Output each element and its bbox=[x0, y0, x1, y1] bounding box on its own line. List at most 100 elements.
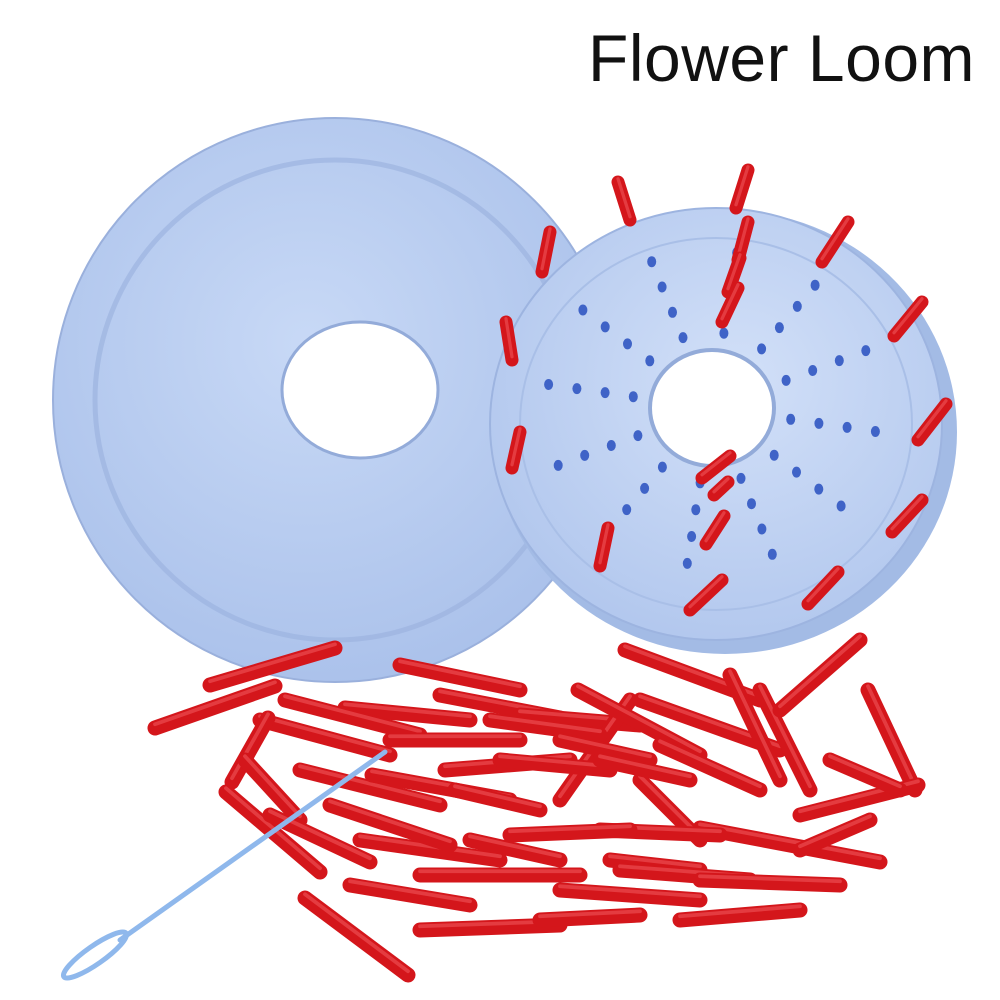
loom-hole bbox=[668, 306, 677, 318]
loom-hole bbox=[633, 430, 643, 442]
red-peg bbox=[462, 832, 568, 868]
red-peg bbox=[482, 712, 608, 743]
red-peg bbox=[147, 678, 283, 736]
red-peg bbox=[252, 712, 398, 763]
red-peg bbox=[505, 425, 527, 475]
red-peg bbox=[412, 867, 588, 883]
red-peg bbox=[729, 163, 755, 215]
loom-pegs bbox=[499, 163, 953, 617]
red-peg bbox=[592, 752, 698, 788]
red-peg bbox=[337, 700, 478, 728]
red-peg bbox=[715, 281, 745, 329]
red-peg bbox=[822, 752, 908, 798]
loom-hole bbox=[544, 379, 554, 390]
loom-hole bbox=[834, 355, 844, 367]
loom-hole bbox=[814, 483, 824, 495]
loom-hole bbox=[810, 279, 820, 291]
loom-hole bbox=[606, 440, 616, 451]
red-peg bbox=[570, 682, 708, 763]
peg-loom bbox=[489, 163, 957, 654]
loom-hole bbox=[657, 461, 667, 473]
loose-pegs-pile bbox=[147, 632, 926, 983]
red-peg bbox=[683, 573, 729, 617]
red-peg bbox=[532, 907, 648, 928]
red-peg bbox=[699, 509, 731, 551]
loom-hole bbox=[836, 500, 846, 512]
red-peg bbox=[815, 215, 855, 269]
plastic-needle bbox=[60, 749, 388, 981]
loom-hole bbox=[757, 343, 767, 355]
red-peg bbox=[801, 565, 845, 611]
red-peg bbox=[535, 225, 557, 279]
loom-hole bbox=[774, 322, 784, 334]
red-peg bbox=[322, 797, 458, 853]
red-peg bbox=[721, 251, 747, 299]
loom-hole bbox=[767, 548, 777, 560]
red-peg bbox=[695, 449, 737, 485]
red-peg bbox=[752, 682, 818, 798]
red-peg bbox=[722, 667, 788, 788]
loom-hole bbox=[640, 482, 650, 494]
loom-hole bbox=[645, 355, 655, 367]
red-peg bbox=[552, 882, 708, 908]
red-peg bbox=[352, 832, 508, 868]
loom-hole bbox=[786, 413, 796, 425]
red-peg bbox=[552, 732, 658, 768]
red-peg bbox=[277, 692, 428, 743]
red-peg bbox=[492, 752, 618, 778]
red-peg bbox=[860, 682, 923, 798]
red-peg bbox=[611, 175, 637, 227]
red-peg bbox=[652, 737, 768, 798]
loom-hole bbox=[792, 300, 802, 312]
red-peg bbox=[692, 872, 848, 893]
loom-hole bbox=[600, 387, 610, 399]
loom-hole bbox=[769, 449, 779, 461]
loom-hole bbox=[842, 421, 852, 433]
loom-hole bbox=[578, 304, 588, 316]
red-peg bbox=[382, 732, 528, 748]
loom-hole bbox=[792, 466, 801, 478]
loom-hole bbox=[757, 523, 767, 535]
red-peg bbox=[502, 822, 638, 843]
red-peg bbox=[292, 762, 448, 813]
loom-hole bbox=[719, 327, 729, 339]
loom-hole bbox=[682, 557, 692, 569]
loom-hole bbox=[600, 321, 610, 333]
loom-hole bbox=[781, 374, 791, 386]
red-peg bbox=[392, 657, 528, 698]
red-peg bbox=[593, 521, 615, 573]
loom-hole bbox=[687, 531, 697, 542]
product-title: Flower Loom bbox=[588, 21, 975, 95]
red-peg bbox=[202, 640, 343, 693]
red-peg bbox=[792, 812, 878, 858]
loom-hole bbox=[870, 426, 880, 437]
red-peg bbox=[885, 493, 929, 539]
red-peg bbox=[911, 397, 953, 447]
red-peg bbox=[499, 315, 519, 367]
loom-hole bbox=[572, 383, 582, 395]
loom-hole bbox=[580, 449, 590, 461]
red-peg bbox=[887, 295, 929, 343]
red-peg bbox=[707, 475, 735, 502]
loom-hole bbox=[736, 472, 746, 484]
loom-hole bbox=[747, 498, 756, 510]
loom-hole bbox=[678, 332, 688, 344]
loom-hole bbox=[808, 365, 818, 376]
loom-hole bbox=[657, 281, 667, 293]
loom-hole bbox=[623, 338, 632, 350]
red-peg bbox=[692, 820, 888, 870]
red-peg bbox=[224, 710, 276, 790]
loom-hole bbox=[622, 504, 632, 516]
red-peg bbox=[672, 902, 808, 928]
loom-hole bbox=[553, 459, 563, 471]
loom-hole bbox=[647, 256, 657, 268]
red-peg bbox=[342, 877, 478, 913]
red-peg bbox=[297, 890, 416, 983]
red-peg bbox=[447, 782, 548, 818]
loom-hole bbox=[861, 345, 871, 357]
loom-hole bbox=[628, 391, 638, 403]
red-peg bbox=[772, 632, 868, 718]
loom-hole bbox=[814, 417, 824, 429]
red-peg bbox=[237, 752, 308, 828]
